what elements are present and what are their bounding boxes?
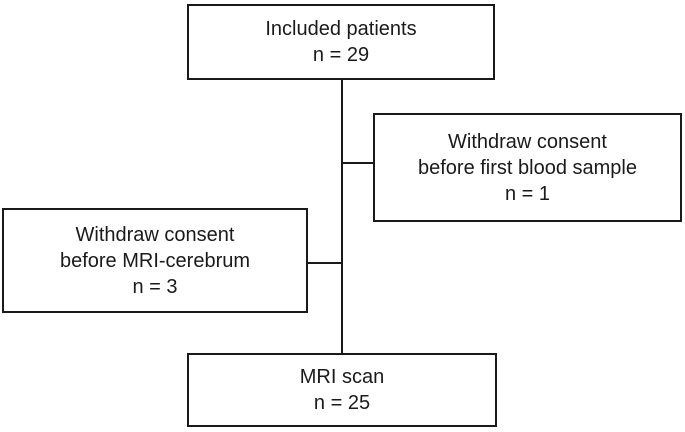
node-included-patients-count: n = 29 <box>312 44 370 66</box>
node-withdraw-blood-count: n = 1 <box>504 182 551 205</box>
node-withdraw-consent-blood-sample: Withdraw consent before first blood samp… <box>373 113 682 222</box>
connector-branch-to-withdraw-blood <box>342 162 375 164</box>
connector-branch-to-withdraw-mri <box>306 262 343 264</box>
node-included-patients: Included patients n = 29 <box>187 4 495 80</box>
node-mri-scan: MRI scan n = 25 <box>187 353 497 427</box>
connector-vertical-spine <box>341 80 343 354</box>
node-withdraw-blood-label-line1: Withdraw consent <box>448 130 607 153</box>
node-mri-scan-count: n = 25 <box>313 392 371 414</box>
node-withdraw-mri-label-line2: before MRI-cerebrum <box>59 249 251 272</box>
node-withdraw-mri-label-line1: Withdraw consent <box>75 223 235 246</box>
node-withdraw-blood-label-line2: before first blood sample <box>417 156 637 179</box>
node-withdraw-consent-mri-cerebrum: Withdraw consent before MRI-cerebrum n =… <box>2 208 308 313</box>
node-mri-scan-label: MRI scan <box>299 366 385 388</box>
node-withdraw-mri-count: n = 3 <box>132 275 178 298</box>
node-included-patients-label: Included patients <box>265 18 417 40</box>
